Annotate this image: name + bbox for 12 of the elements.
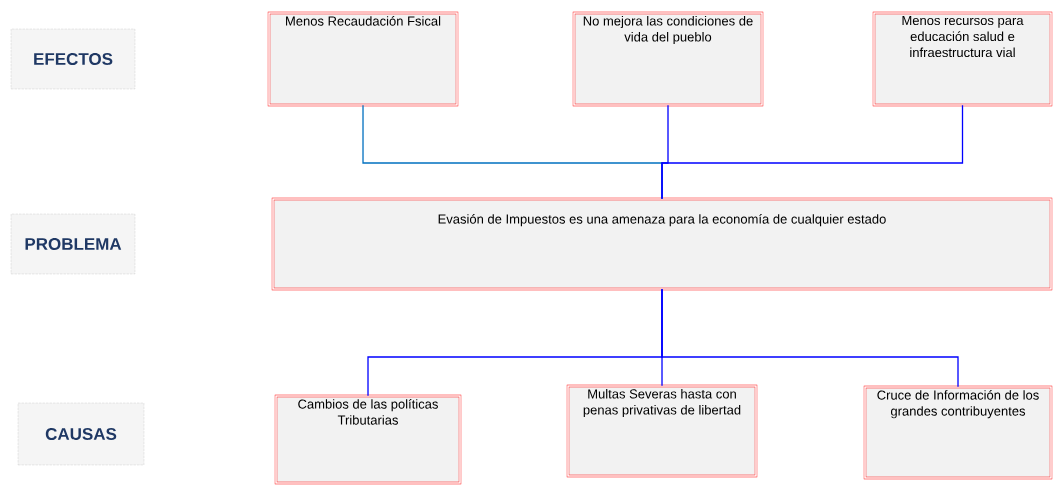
cause-box: Cambios de las políticas Tributarias	[274, 394, 462, 485]
connector-line	[661, 104, 964, 200]
problem-box: Evasión de Impuestos es una amenaza para la economía de cualquier estado	[271, 197, 1053, 291]
effect-box: Menos Recaudación Fsical	[267, 11, 459, 107]
effect-box: Menos recursos para educación salud e infraestructura vial	[872, 11, 1053, 107]
effect-box: No mejora las condiciones de vida del pueblo	[572, 11, 764, 107]
cause-box: Multas Severas hasta con penas privativas de libertad	[566, 384, 758, 478]
row-label-box: EFECTOS	[10, 28, 136, 90]
row-label-box: PROBLEMA	[10, 213, 136, 275]
connector-line	[661, 288, 959, 388]
row-label-box: CAUSAS	[17, 402, 145, 466]
cause-box: Cruce de Información de los grandes contribuyentes	[863, 385, 1053, 480]
